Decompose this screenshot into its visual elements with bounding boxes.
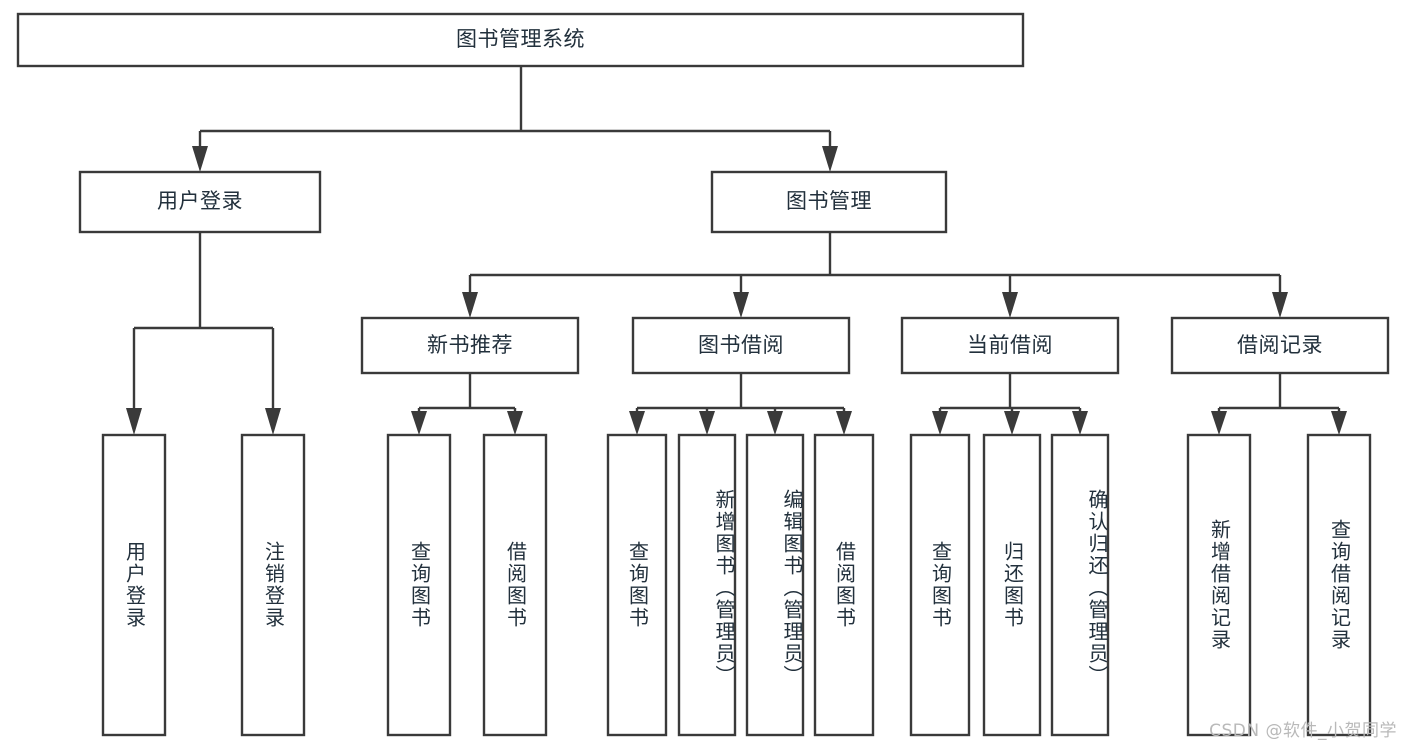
node-box-leaf-confirm-return[interactable] [1050, 433, 1110, 737]
arrow-head-leaf-add-record [1211, 411, 1227, 435]
arrow-head-leaf-borrow-book-a [507, 411, 523, 435]
arrow-head-leaf-add-book [699, 411, 715, 435]
arrow-head-leaf-edit-book [767, 411, 783, 435]
node-box-new-book-rec[interactable] [360, 316, 580, 375]
arrow-head-current-borrow [1002, 292, 1018, 318]
watermark-text: CSDN @软件_小贺同学 [1209, 721, 1397, 741]
arrow-head-new-book-rec [462, 292, 478, 318]
node-box-leaf-query-book-a[interactable] [386, 433, 452, 737]
arrow-head-borrow-record [1272, 292, 1288, 318]
node-box-user-login[interactable] [78, 170, 322, 234]
node-box-root[interactable] [16, 12, 1025, 68]
node-box-leaf-query-record[interactable] [1306, 433, 1372, 737]
arrow-head-leaf-query-book-a [411, 411, 427, 435]
node-box-borrow-record[interactable] [1170, 316, 1390, 375]
node-box-leaf-add-book[interactable] [677, 433, 737, 737]
arrow-head-leaf-return-book [1004, 411, 1020, 435]
node-box-book-borrow[interactable] [631, 316, 851, 375]
node-box-leaf-logout[interactable] [240, 433, 306, 737]
arrow-head-leaf-logout [265, 408, 281, 435]
node-box-leaf-return-book[interactable] [982, 433, 1042, 737]
arrow-head-leaf-borrow-book-b [836, 411, 852, 435]
node-box-leaf-borrow-book-b[interactable] [813, 433, 875, 737]
arrow-head-leaf-query-book-c [932, 411, 948, 435]
node-box-current-borrow[interactable] [900, 316, 1120, 375]
arrow-head-leaf-query-book-b [629, 411, 645, 435]
node-box-leaf-edit-book[interactable] [745, 433, 805, 737]
arrow-head-book-borrow [733, 292, 749, 318]
node-box-leaf-user-login[interactable] [101, 433, 167, 737]
arrow-head-user-login [192, 146, 208, 172]
arrow-head-leaf-user-login [126, 408, 142, 435]
node-box-book-manage[interactable] [710, 170, 948, 234]
arrow-head-leaf-confirm-return [1072, 411, 1088, 435]
arrow-head-leaf-query-record [1331, 411, 1347, 435]
node-box-leaf-query-book-c[interactable] [909, 433, 971, 737]
node-box-leaf-add-record[interactable] [1186, 433, 1252, 737]
node-box-leaf-query-book-b[interactable] [606, 433, 668, 737]
node-box-leaf-borrow-book-a[interactable] [482, 433, 548, 737]
arrow-head-book-manage [822, 146, 838, 172]
